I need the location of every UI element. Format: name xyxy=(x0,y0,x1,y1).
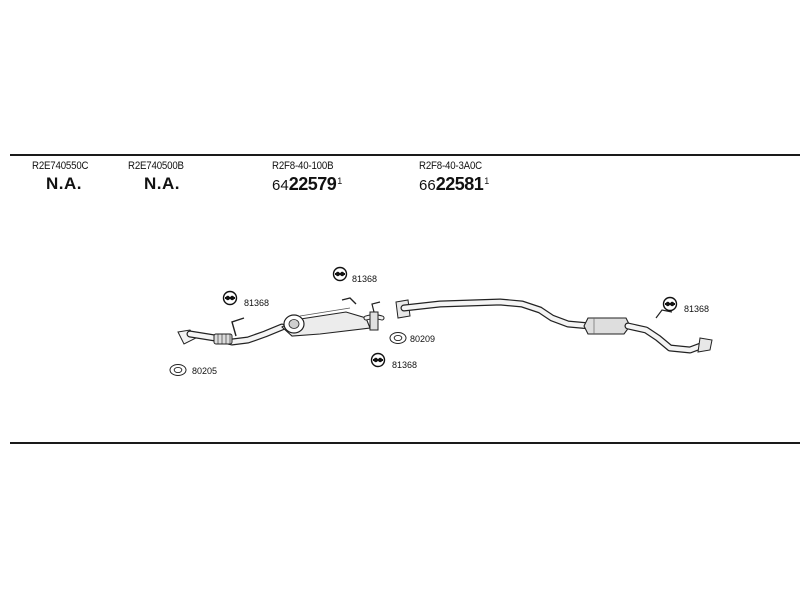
rear-section[interactable] xyxy=(395,298,713,354)
oe-number: R2F8-40-3A0C xyxy=(419,160,482,172)
part-number-prefix: 66 xyxy=(419,177,436,194)
part-number[interactable]: 64225791 xyxy=(272,174,342,195)
part-number[interactable]: 66225811 xyxy=(419,174,491,195)
part-label: 80209 xyxy=(410,334,435,344)
gasket-callout-mid[interactable]: 80209 xyxy=(389,332,435,345)
oe-number: R2E740550C xyxy=(32,160,89,172)
oe-number: R2E740500B xyxy=(128,160,184,172)
rubber-hanger-icon xyxy=(332,266,348,282)
hanger-callout-bottom[interactable]: 81368 xyxy=(370,352,418,371)
rubber-hanger-icon xyxy=(222,290,238,306)
gasket-ring-icon xyxy=(169,364,187,376)
part-number-quantity: 1 xyxy=(484,175,490,186)
hanger-callout-top[interactable]: 81368 xyxy=(332,266,378,285)
part-label: 81368 xyxy=(244,298,269,308)
middle-silencer[interactable] xyxy=(281,297,385,337)
availability-status: N.A. xyxy=(46,174,82,193)
part-label: 81368 xyxy=(684,304,709,314)
part-number-prefix: 64 xyxy=(272,177,289,194)
part-number-quantity: 1 xyxy=(337,175,343,186)
column-4: R2F8-40-3A0C 66225811 xyxy=(419,160,491,195)
part-label: 81368 xyxy=(392,360,417,370)
part-number-main: 22579 xyxy=(288,174,337,194)
rubber-hanger-icon xyxy=(662,296,678,312)
hanger-callout-right[interactable]: 81368 xyxy=(662,296,710,315)
bottom-divider xyxy=(10,442,800,444)
gasket-callout-left[interactable]: 80205 xyxy=(169,364,217,377)
oe-number: R2F8-40-100B xyxy=(272,160,334,172)
gasket-ring-icon xyxy=(389,332,407,344)
column-3: R2F8-40-100B 64225791 xyxy=(272,160,342,195)
availability-status: N.A. xyxy=(144,174,180,193)
part-label: 80205 xyxy=(192,366,217,376)
rubber-hanger-icon xyxy=(370,352,386,368)
hanger-callout-left[interactable]: 81368 xyxy=(222,290,270,309)
part-label: 81368 xyxy=(352,274,377,284)
column-1: R2E740550C N.A. xyxy=(32,160,96,194)
column-2: R2E740500B N.A. xyxy=(128,160,191,194)
part-number-main: 22581 xyxy=(435,174,484,194)
top-divider xyxy=(10,154,800,156)
front-pipe[interactable] xyxy=(177,317,286,346)
